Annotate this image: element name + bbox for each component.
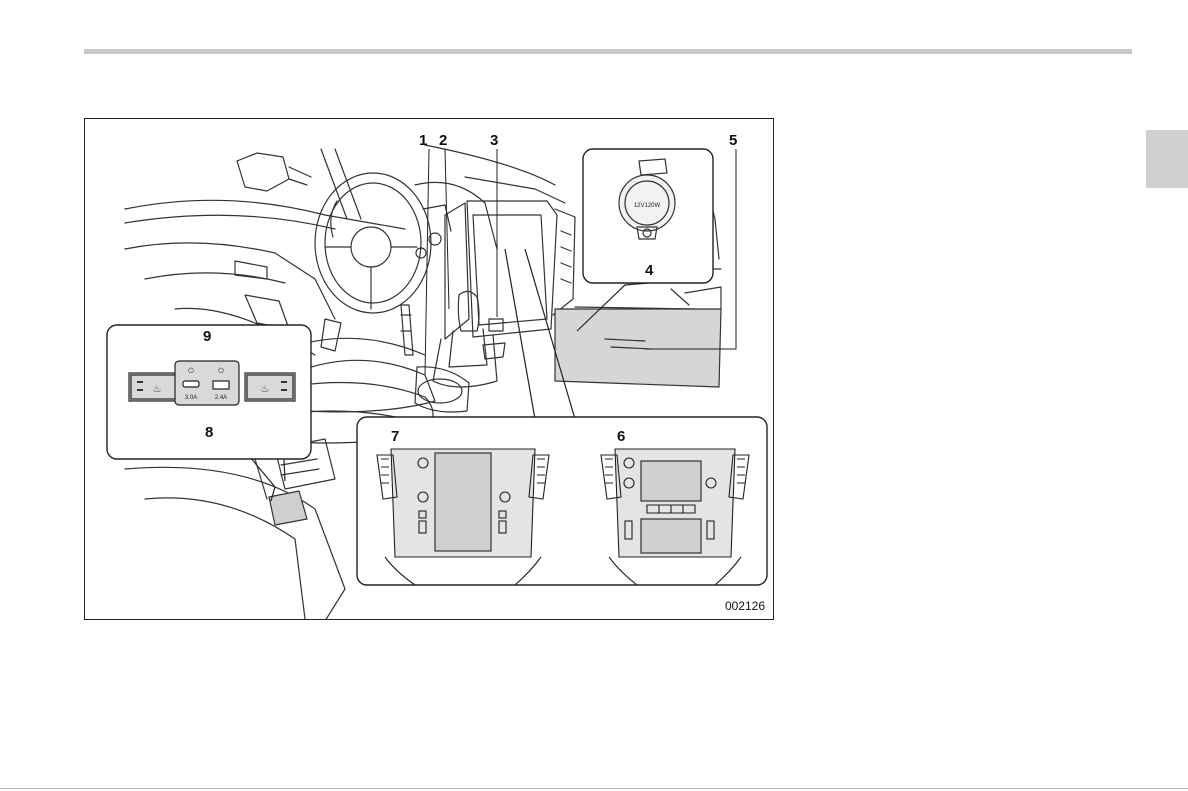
header-rule [84, 49, 1132, 54]
callout-8: 8 [205, 425, 213, 440]
svg-text:♨: ♨ [261, 384, 270, 395]
center-display [467, 201, 557, 337]
section-tab [1146, 130, 1188, 188]
usb-c-rating: 3.0A [185, 395, 197, 401]
svg-text:♨: ♨ [153, 384, 162, 395]
figure-code: 002126 [725, 599, 765, 613]
callout-6: 6 [617, 429, 625, 444]
callout-3: 3 [490, 133, 498, 148]
svg-text:⏻: ⏻ [218, 367, 224, 375]
callout-7: 7 [391, 429, 399, 444]
interior-illustration: 12V120W ♨ ♨ ⏻ ⏻ 3.0A 2.4A [84, 118, 774, 620]
callout-9: 9 [203, 329, 211, 344]
svg-text:⏻: ⏻ [188, 367, 194, 375]
callout-1: 1 [419, 133, 427, 148]
steering-wheel [315, 173, 431, 313]
callout-2: 2 [439, 133, 447, 148]
side-mirror [237, 153, 289, 191]
usb-a-rating: 2.4A [215, 395, 227, 401]
cabin-drawing: 12V120W ♨ ♨ ⏻ ⏻ 3.0A 2.4A [85, 119, 774, 620]
callout-5: 5 [729, 133, 737, 148]
callout-4: 4 [645, 263, 653, 278]
svg-text:12V120W: 12V120W [634, 203, 661, 209]
seat-heater-switch-right [245, 373, 295, 401]
footer-rule [0, 788, 1188, 789]
